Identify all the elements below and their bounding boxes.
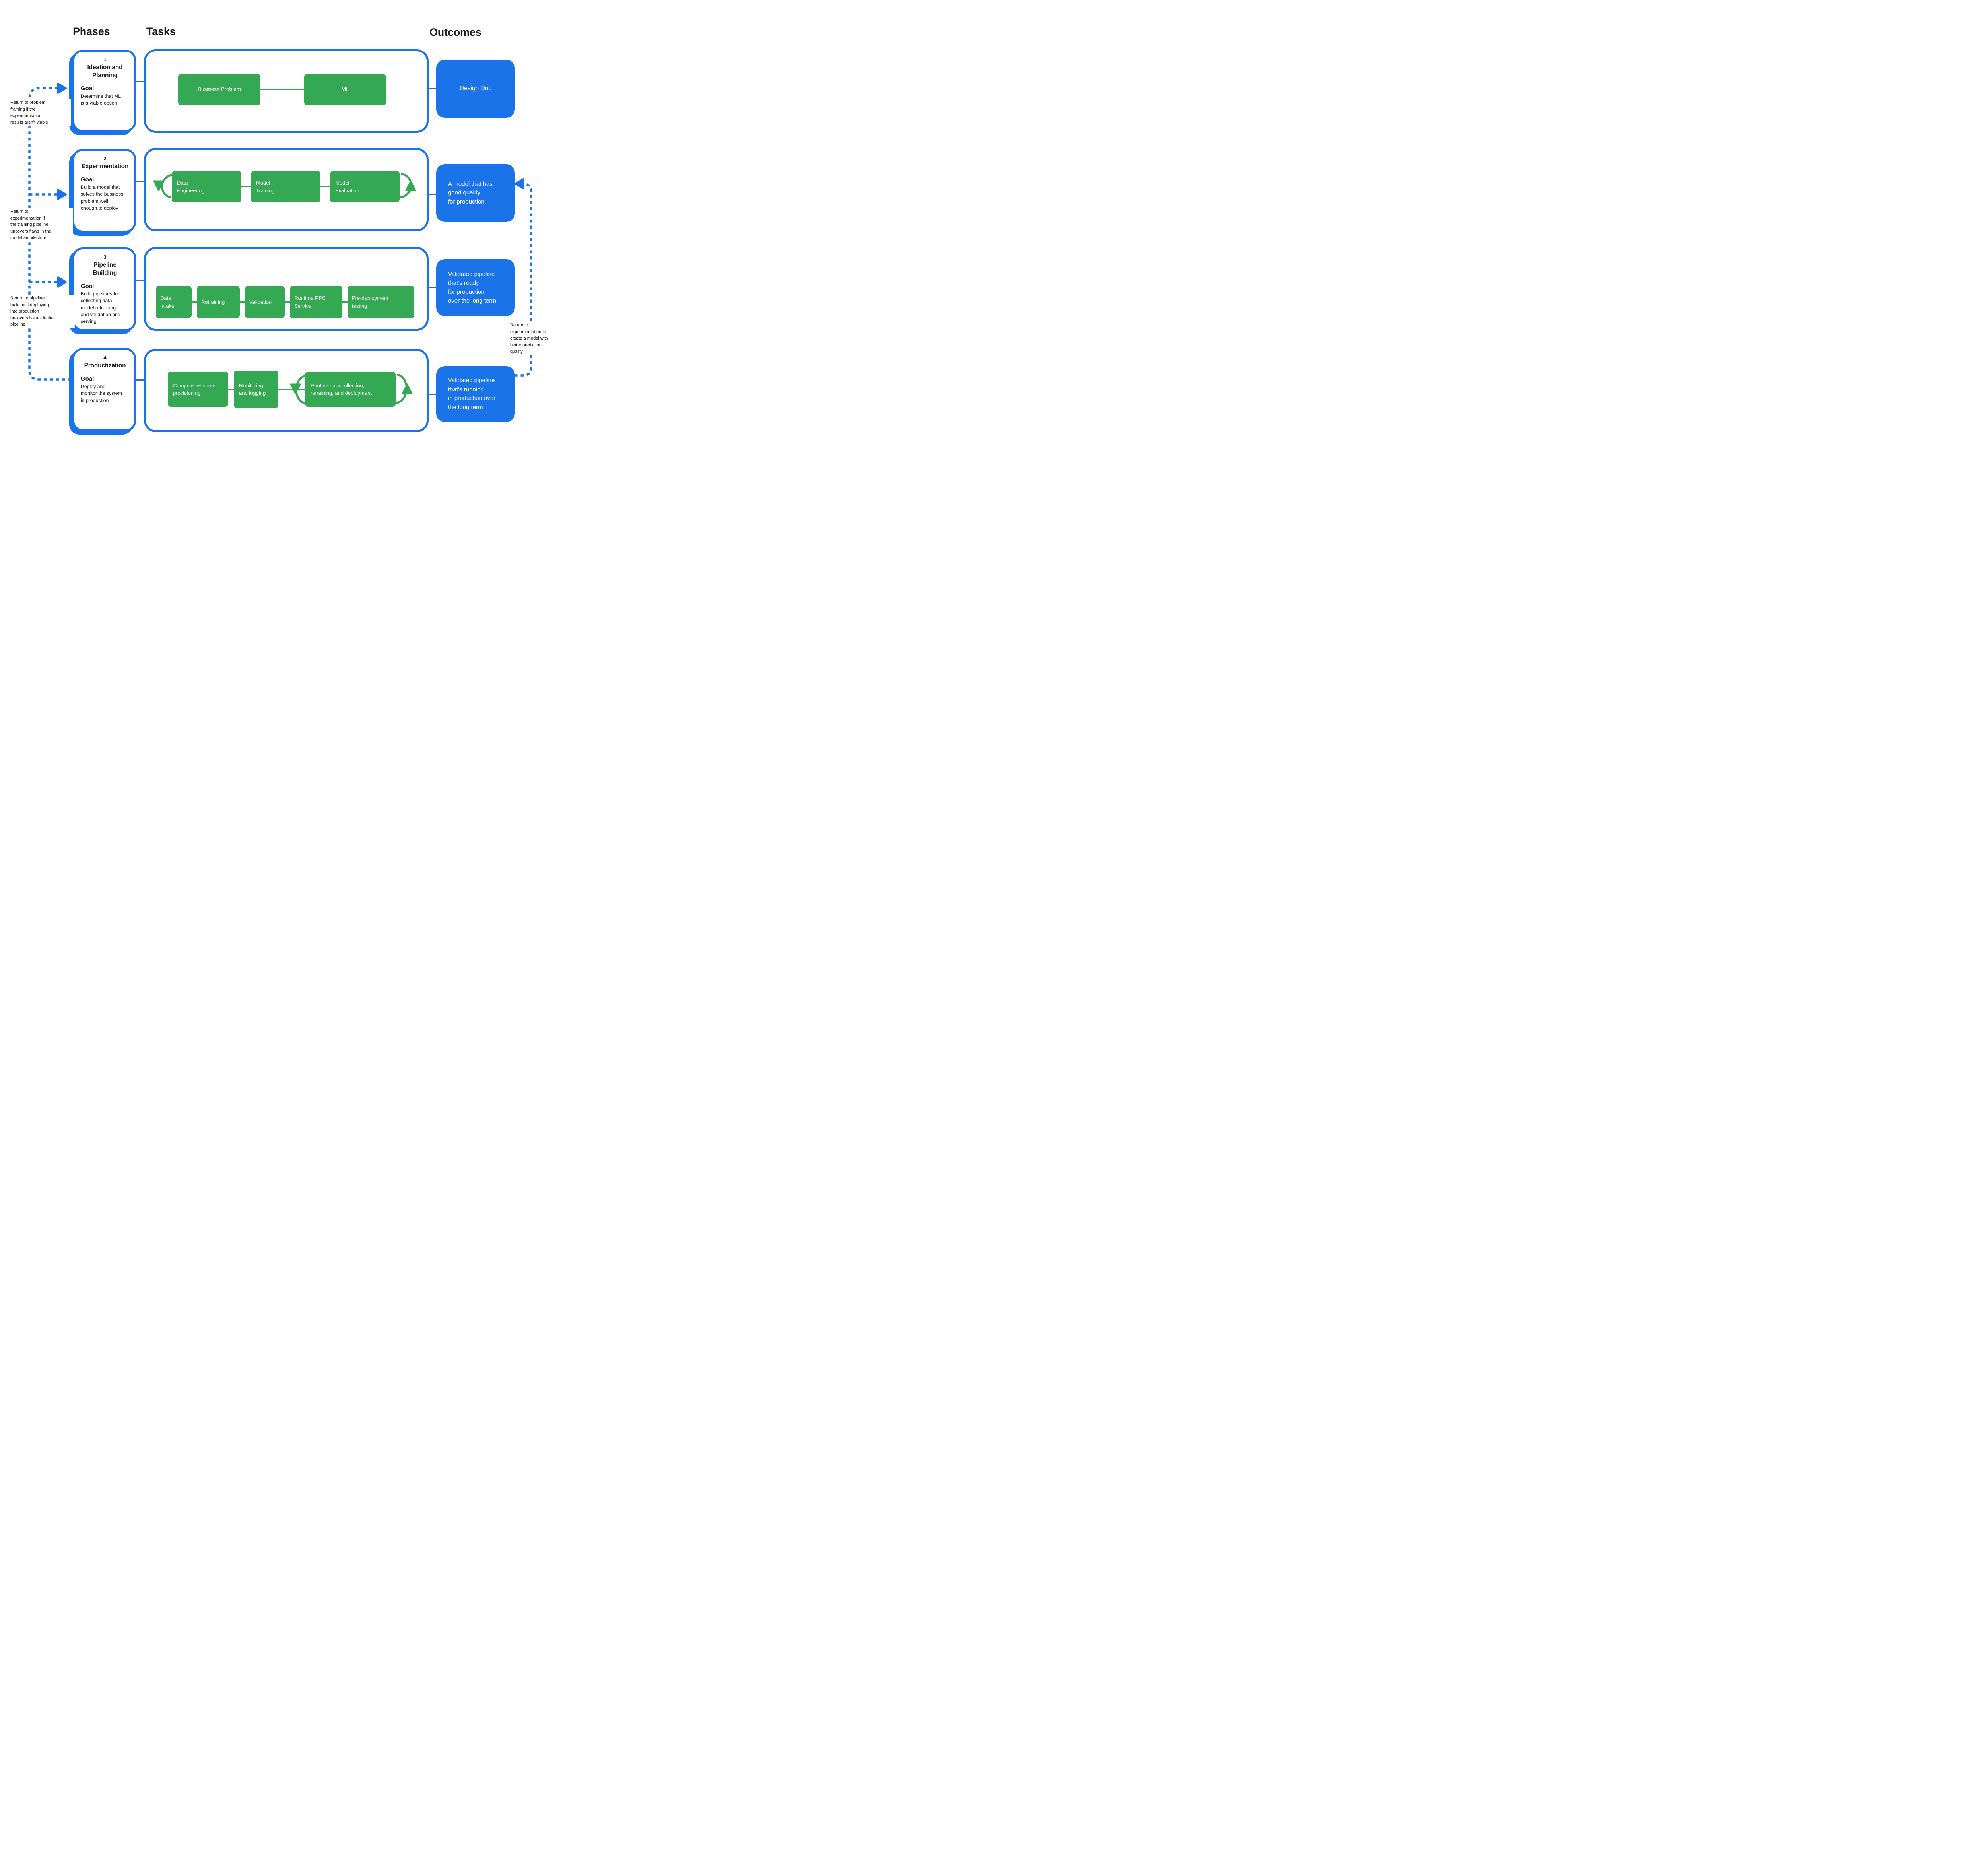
loop-arc-right — [395, 373, 408, 404]
task-label: Compute resource provisioning — [173, 382, 215, 396]
connector-phase2-tasks — [136, 181, 144, 182]
goal-text: Determine that ML is a viable option — [81, 93, 121, 106]
connector-mt-me — [320, 186, 330, 187]
goal-text: Build pipelines for collecting data, mod… — [81, 291, 120, 324]
phase-title: Experimentation — [81, 163, 129, 170]
tasks-header: Tasks — [146, 25, 176, 37]
phase-number: 3 — [103, 254, 107, 260]
task-ml: ML — [304, 74, 386, 105]
phases-header: Phases — [73, 25, 110, 37]
task-model-evaluation: Model Evaluation — [330, 171, 400, 202]
outcome-label: Validated pipeline that’s ready for prod… — [448, 270, 496, 305]
connector-tasks3-outcome — [429, 287, 436, 288]
task-label: Business Problem — [198, 86, 241, 93]
task-predeployment-testing: Pre-deployment testing — [348, 286, 414, 318]
connector-phase1-tasks — [136, 81, 144, 82]
task-monitoring-logging: Monitoring and logging — [234, 371, 278, 408]
task-label: Retraining — [201, 299, 225, 305]
task-label: Model Training — [256, 180, 275, 194]
task-validation: Validation — [245, 286, 285, 318]
phase-box-experimentation: 2 Experimentation Goal Build a model tha… — [72, 149, 136, 233]
task-runtime-rpc: Runtime RPC Service — [290, 286, 342, 318]
connector-vl-rpc — [285, 301, 290, 303]
outcome-model-quality: A model that has good quality for produc… — [436, 164, 515, 222]
note-return-experimentation: Return to experimentation if the trainin… — [10, 208, 73, 241]
task-label: ML — [341, 86, 349, 93]
task-label: Runtime RPC Service — [294, 295, 326, 309]
phase-title: Pipeline Building — [93, 262, 117, 277]
task-data-engineering: Data Engineering — [172, 171, 241, 202]
phase-title: Productization — [84, 362, 126, 369]
phase-box-pipeline-building: 3 Pipeline Building Goal Build pipelines… — [72, 247, 136, 331]
phase-title: Ideation and Planning — [87, 64, 123, 79]
connector-cp-ml — [228, 389, 234, 390]
goal-text: Deploy and monitor the system in product… — [81, 384, 122, 403]
ml-workflow-diagram: Phases Tasks Outcomes 1 Ideation and Pla… — [0, 0, 564, 465]
connector-di-rt — [192, 301, 197, 303]
connector-phase3-tasks — [136, 280, 144, 281]
connector-tasks1-outcome — [429, 88, 436, 89]
connector-ml-rdc — [278, 389, 305, 390]
goal-text: Build a model that solves the business p… — [81, 185, 124, 211]
outcomes-header: Outcomes — [429, 26, 481, 38]
connector-rt-vl — [240, 301, 245, 303]
loop-arrow-up-icon — [402, 383, 413, 394]
note-return-pipeline-building: Return to pipeline building if deploying… — [10, 295, 75, 328]
tasks-box-ideation: Business Problem ML — [144, 49, 429, 133]
outcome-label: Design Doc — [459, 85, 492, 92]
task-label: Data Engineering — [177, 180, 205, 194]
phase-number: 1 — [103, 56, 107, 62]
outcome-label: A model that has good quality for produc… — [448, 180, 493, 205]
task-label: Data Intake — [160, 295, 175, 309]
phase-box-ideation: 1 Ideation and Planning Goal Determine t… — [72, 50, 136, 132]
outcome-validated-pipeline-running: Validated pipeline that’s running in pro… — [436, 366, 515, 422]
note-return-better-prediction: Return to experimentation to create a mo… — [510, 322, 555, 355]
loop-arc-right — [399, 173, 412, 199]
task-label: Monitoring and logging — [239, 382, 266, 396]
task-label: Routine data collection, retraining, and… — [311, 382, 372, 396]
note-return-problem-framing: Return to problem framing if the experim… — [10, 99, 71, 126]
phase-box-productization: 4 Productization Goal Deploy and monitor… — [72, 348, 136, 431]
task-retraining: Retraining — [197, 286, 240, 318]
task-data-intake: Data Intake — [156, 286, 192, 318]
outcome-label: Validated pipeline that’s running in pro… — [448, 377, 496, 411]
connector-de-mt — [241, 186, 251, 187]
tasks-box-productization: Compute resource provisioning Monitoring… — [144, 349, 429, 432]
outcome-validated-pipeline-ready: Validated pipeline that’s ready for prod… — [436, 259, 515, 316]
connector-phase4-tasks — [136, 379, 144, 381]
task-model-training: Model Training — [251, 171, 320, 202]
phase-number: 2 — [103, 155, 107, 161]
task-label: Validation — [249, 299, 272, 305]
task-compute-provisioning: Compute resource provisioning — [168, 372, 228, 407]
arrow-to-pipeline-icon — [57, 276, 67, 288]
task-routine-collection: Routine data collection, retraining, and… — [305, 372, 396, 407]
goal-label: Goal — [81, 85, 94, 92]
arrow-to-ideation-icon — [57, 83, 67, 94]
outcome-design-doc: Design Doc — [436, 60, 515, 118]
arrow-to-model-outcome-icon — [514, 178, 524, 189]
loop-arrow-down-icon — [153, 180, 164, 191]
loop-arc-left — [161, 173, 173, 199]
tasks-box-pipeline-building: Data Intake Retraining Validation Runtim… — [144, 247, 429, 331]
connector-tasks2-outcome — [429, 194, 436, 195]
goal-label: Goal — [81, 283, 94, 290]
task-business-problem: Business Problem — [178, 74, 260, 105]
tasks-box-experimentation: Data Engineering Model Training Model Ev… — [144, 148, 429, 231]
connector-bp-ml — [260, 89, 304, 90]
connector-tasks4-outcome — [429, 394, 436, 395]
arrow-to-experimentation-icon — [57, 189, 67, 200]
goal-label: Goal — [81, 176, 94, 183]
task-label: Model Evaluation — [335, 180, 359, 194]
goal-label: Goal — [81, 375, 94, 383]
task-label: Pre-deployment testing — [352, 295, 388, 309]
phase-number: 4 — [103, 355, 107, 361]
loop-arrow-up-icon — [405, 180, 416, 191]
connector-rpc-pd — [342, 301, 348, 303]
